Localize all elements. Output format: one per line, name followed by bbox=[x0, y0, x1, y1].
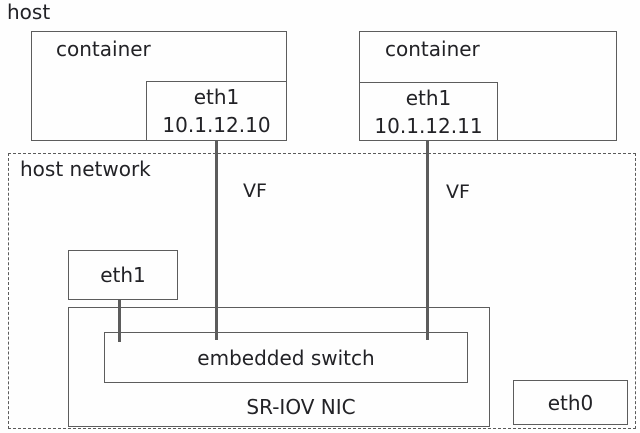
container-right-label: container bbox=[385, 37, 480, 61]
vf-link-line-left bbox=[215, 140, 218, 340]
sriov-nic-label: SR-IOV NIC bbox=[246, 395, 356, 419]
container-left-eth1-box: eth1 10.1.12.10 bbox=[146, 81, 287, 141]
embedded-switch-box: embedded switch bbox=[104, 332, 468, 383]
eth0-box: eth0 bbox=[513, 380, 628, 425]
container-right-eth1-label: eth1 bbox=[405, 85, 452, 110]
eth0-label: eth0 bbox=[547, 390, 594, 415]
container-left-label: container bbox=[56, 37, 151, 61]
eth1-switch-link-line bbox=[118, 299, 121, 342]
container-left-eth1-ip: 10.1.12.10 bbox=[162, 113, 271, 137]
embedded-switch-label: embedded switch bbox=[197, 345, 375, 370]
host-network-region bbox=[8, 153, 636, 429]
container-right-eth1-ip: 10.1.12.11 bbox=[374, 113, 483, 138]
container-left-eth1-label: eth1 bbox=[193, 85, 240, 109]
vf-label-right: VF bbox=[446, 181, 470, 203]
vf-label-left: VF bbox=[243, 180, 267, 202]
vf-link-line-right bbox=[426, 140, 429, 340]
container-right-eth1-box: eth1 10.1.12.11 bbox=[359, 82, 498, 141]
host-label: host bbox=[7, 0, 51, 24]
host-eth1-box: eth1 bbox=[68, 250, 178, 300]
host-network-label: host network bbox=[20, 157, 151, 181]
host-eth1-label: eth1 bbox=[100, 263, 146, 287]
